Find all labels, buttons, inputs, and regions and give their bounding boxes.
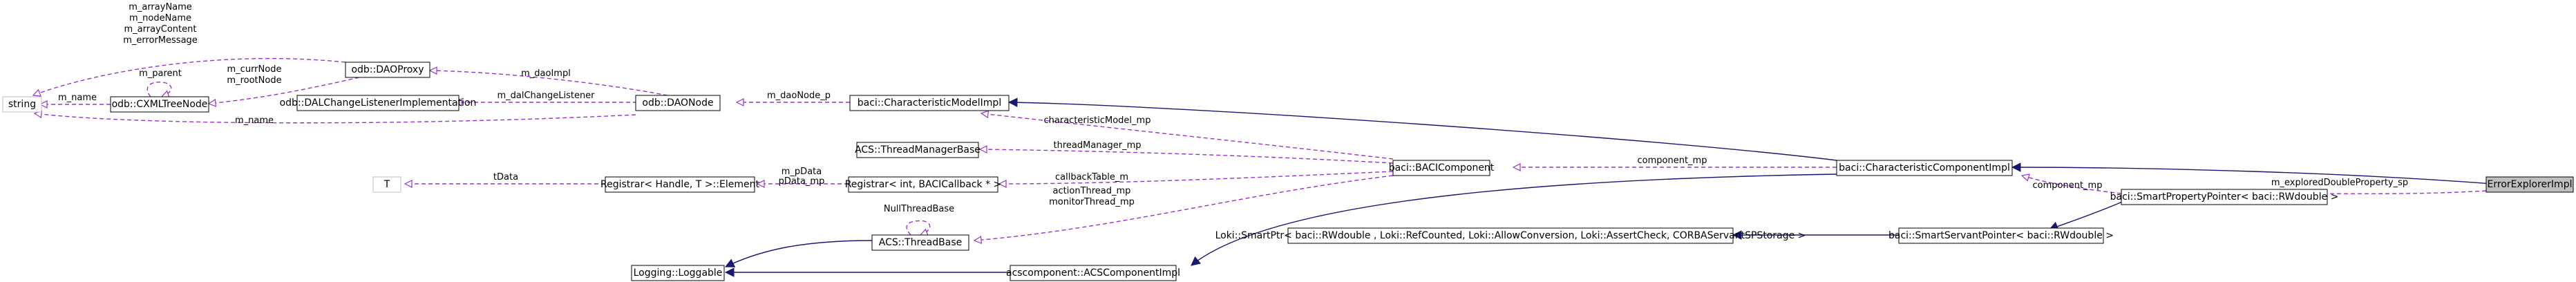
label-string-multi-4: m_errorMessage	[123, 35, 198, 46]
node-cxml-tree-node[interactable]: odb::CXMLTreeNode	[110, 96, 209, 113]
svg-text:odb::DALChangeListenerImplemen: odb::DALChangeListenerImplementation	[280, 97, 477, 109]
node-smart-servant-pointer[interactable]: baci::SmartServantPointer< baci::RWdoubl…	[1888, 227, 2114, 244]
edge-labels: m_arrayName m_nodeName m_arrayContent m_…	[58, 2, 2408, 214]
node-t[interactable]: T	[372, 176, 401, 193]
node-thread-base[interactable]: ACS::ThreadBase	[871, 234, 969, 251]
label-charmodel-mp: characteristicModel_mp	[1044, 115, 1151, 126]
node-thread-manager-base[interactable]: ACS::ThreadManagerBase	[855, 142, 981, 158]
node-smart-property-pointer[interactable]: baci::SmartPropertyPointer< baci::RWdoub…	[2110, 189, 2339, 205]
label-daonode-p: m_daoNode_p	[767, 91, 831, 101]
edge-inherit-propptr-servptr	[2049, 200, 2126, 229]
edge-charmodel-to-bacicomp	[981, 113, 1394, 160]
node-dao-proxy[interactable]: odb::DAOProxy	[345, 62, 430, 78]
svg-text:baci::SmartPropertyPointer< ba: baci::SmartPropertyPointer< baci::RWdoub…	[2110, 191, 2339, 203]
svg-text:string: string	[8, 99, 36, 110]
label-cxml-proxy-2: m_rootNode	[227, 75, 281, 86]
label-component-mp-1: component_mp	[1638, 156, 1707, 166]
node-characteristic-component-impl[interactable]: baci::CharacteristicComponentImpl	[1836, 160, 2013, 176]
label-pdata-2: pData_mp	[779, 176, 825, 187]
node-error-explorer-impl[interactable]: ErrorExplorerImpl	[2485, 176, 2574, 193]
svg-text:Registrar< Handle, T >::Elemen: Registrar< Handle, T >::Element	[600, 179, 759, 190]
edge-inherit-thrbase-loggable	[726, 240, 873, 267]
label-thrmgr-mp: threadManager_mp	[1053, 140, 1141, 151]
label-daoimpl: m_daoImpl	[521, 68, 571, 79]
svg-text:ErrorExplorerImpl: ErrorExplorerImpl	[2488, 179, 2573, 190]
label-monthread: monitorThread_mp	[1049, 197, 1135, 207]
svg-text:baci::CharacteristicComponentI: baci::CharacteristicComponentImpl	[1839, 162, 2010, 173]
svg-text:Registrar< int, BACICallback *: Registrar< int, BACICallback * >	[845, 179, 1002, 190]
edge-inherit-charcomp-charmodel	[1009, 102, 1837, 161]
edge-reg-int-to-bacicomp	[999, 171, 1394, 184]
node-acs-component-impl[interactable]: acscomponent::ACSComponentImpl	[1006, 265, 1180, 281]
edge-thrbase-self	[906, 220, 931, 235]
label-nullthread: NullThreadBase	[884, 204, 954, 214]
svg-text:acscomponent::ACSComponentImpl: acscomponent::ACSComponentImpl	[1006, 267, 1180, 279]
svg-text:baci::BACIComponent: baci::BACIComponent	[1389, 162, 1495, 173]
node-registrar-element[interactable]: Registrar< Handle, T >::Element	[600, 176, 759, 193]
label-string-multi-1: m_arrayName	[129, 2, 192, 12]
svg-text:odb::DAOProxy: odb::DAOProxy	[351, 64, 424, 75]
node-registrar-int[interactable]: Registrar< int, BACICallback * >	[845, 176, 1002, 193]
edge-inherit-errexp-charcomp	[2012, 167, 2492, 185]
label-cxml-proxy-1: m_currNode	[227, 64, 282, 75]
edge-cxml-self	[146, 82, 172, 97]
label-string-daonode: m_name	[235, 115, 274, 126]
node-string[interactable]: string	[2, 96, 42, 113]
node-loki-smart-ptr[interactable]: Loki::SmartPtr< baci::RWdouble , Loki::R…	[1215, 227, 1806, 244]
edges	[33, 57, 2492, 272]
svg-text:Loki::SmartPtr< baci::RWdouble: Loki::SmartPtr< baci::RWdouble , Loki::R…	[1215, 230, 1806, 241]
node-characteristic-model-impl[interactable]: baci::CharacteristicModelImpl	[849, 95, 1010, 111]
edge-dao-to-string	[33, 57, 346, 95]
svg-text:odb::CXMLTreeNode: odb::CXMLTreeNode	[112, 99, 208, 110]
node-baci-component[interactable]: baci::BACIComponent	[1389, 160, 1495, 176]
svg-text:Logging::Loggable: Logging::Loggable	[634, 267, 723, 279]
edge-inherit-charcomp-acscomp	[1191, 173, 1837, 265]
edge-cxml-to-proxy	[209, 77, 360, 104]
node-dal-change-listener[interactable]: odb::DALChangeListenerImplementation	[280, 95, 477, 111]
svg-text:T: T	[383, 179, 390, 190]
label-cxml-parent: m_parent	[139, 68, 182, 79]
node-dao-node[interactable]: odb::DAONode	[635, 95, 721, 111]
label-string-cxml: m_name	[58, 93, 97, 103]
edge-thrmgr-to-bacicomp	[980, 149, 1394, 164]
label-pdata-1: m_pData	[782, 167, 822, 177]
label-string-multi-2: m_nodeName	[129, 13, 191, 24]
node-loggable[interactable]: Logging::Loggable	[631, 265, 725, 281]
edge-charcomp-to-propptr	[2022, 176, 2122, 194]
label-string-multi-3: m_arrayContent	[124, 24, 197, 35]
edge-proxy-to-daonode	[430, 70, 668, 96]
label-dallistener: m_dalChangeListener	[497, 91, 595, 101]
svg-text:ACS::ThreadBase: ACS::ThreadBase	[879, 237, 962, 248]
svg-text:ACS::ThreadManagerBase: ACS::ThreadManagerBase	[855, 144, 981, 156]
edge-daonode-to-string	[35, 113, 636, 124]
label-callback: callbackTable_m	[1055, 172, 1128, 182]
svg-text:baci::SmartServantPointer< bac: baci::SmartServantPointer< baci::RWdoubl…	[1888, 230, 2114, 241]
svg-text:odb::DAONode: odb::DAONode	[642, 97, 713, 109]
label-actthread: actionThread_mp	[1053, 186, 1131, 196]
label-explored: m_exploredDoubleProperty_sp	[2271, 178, 2408, 188]
svg-text:baci::CharacteristicModelImpl: baci::CharacteristicModelImpl	[858, 97, 1001, 109]
label-tdata: tData	[493, 172, 518, 182]
label-component-mp-2: component_mp	[2033, 180, 2103, 191]
